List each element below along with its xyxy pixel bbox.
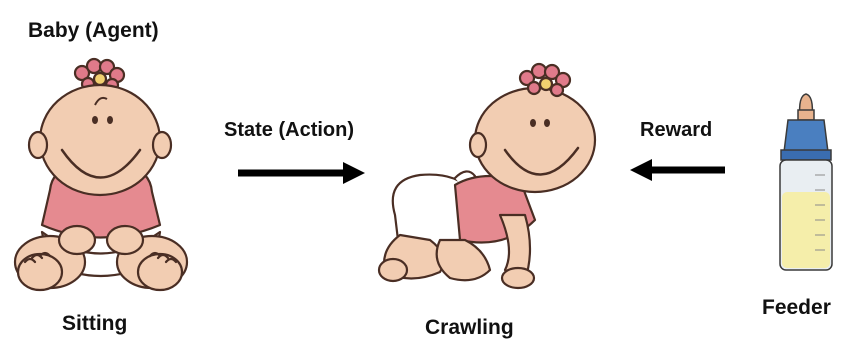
baby-bottle-icon <box>0 0 853 341</box>
rl-diagram: Baby (Agent) Sitting Crawling State (Act… <box>0 0 853 341</box>
